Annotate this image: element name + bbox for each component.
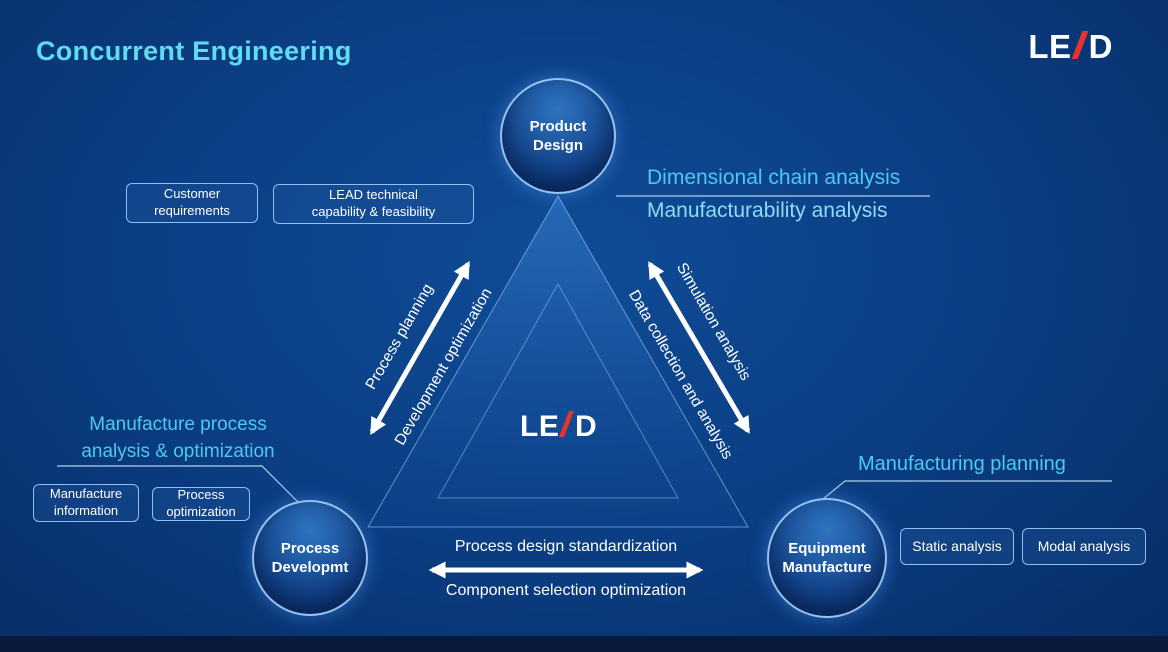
box-label: information [53, 503, 119, 518]
callout-line: analysis & optimization [81, 441, 275, 462]
box-label: optimization [166, 504, 236, 519]
box-lead-technical-capability: LEAD technical capability & feasibility [273, 184, 474, 224]
callout-manufacturability-analysis: Manufacturability analysis [647, 199, 888, 222]
page-title: Concurrent Engineering [36, 36, 352, 66]
box-manufacture-information: Manufacture information [33, 484, 139, 522]
node-label: Manufacture [782, 559, 872, 576]
lead-logo-red-slash-icon [559, 415, 575, 436]
node-process-development: Process Developmt [252, 500, 368, 616]
box-modal-analysis: Modal analysis [1022, 528, 1146, 565]
box-label: requirements [154, 203, 230, 218]
edge-label-component-selection-optimization: Component selection optimization [445, 582, 687, 599]
lead-logo-left: LE [520, 410, 560, 443]
box-label: Customer [163, 186, 221, 202]
node-label: Equipment [788, 539, 866, 557]
callout-manufacturing-planning: Manufacturing planning [858, 453, 1066, 475]
node-label: Design [532, 137, 583, 154]
node-label: Process [280, 539, 340, 557]
edge-label-process-design-standardization: Process design standardization [454, 538, 678, 555]
lead-logo-right: D [574, 410, 598, 443]
lead-logo-right: D [1088, 28, 1113, 65]
lead-logo-red-slash-icon [1072, 35, 1089, 58]
lead-logo-center: LE D [520, 410, 597, 444]
box-process-optimization: Process optimization [152, 487, 250, 521]
box-label: Modal analysis [1037, 538, 1131, 555]
box-customer-requirements: Customer requirements [126, 183, 258, 223]
edge-label-process-planning: Process planning [362, 281, 437, 393]
callout-dimensional-chain-analysis: Dimensional chain analysis [647, 166, 901, 189]
node-equipment-manufacture: Equipment Manufacture [767, 498, 887, 618]
box-label: Manufacture [49, 486, 123, 502]
lead-logo: LE D [1028, 28, 1113, 66]
box-label: capability & feasibility [311, 204, 436, 219]
outer-triangle [367, 194, 749, 528]
box-label: LEAD technical [329, 187, 418, 203]
box-label: Static analysis [912, 538, 1002, 555]
bottom-bar [0, 636, 1168, 652]
box-static-analysis: Static analysis [900, 528, 1014, 565]
callout-line: Manufacture process [89, 414, 267, 435]
node-product-design: Product Design [500, 78, 616, 194]
callout-manufacture-process-title: Manufacture process analysis & optimizat… [53, 411, 303, 465]
box-label: Process [177, 487, 225, 503]
node-label: Developmt [271, 559, 349, 576]
node-label: Product [529, 117, 587, 135]
lead-logo-left: LE [1028, 28, 1072, 65]
